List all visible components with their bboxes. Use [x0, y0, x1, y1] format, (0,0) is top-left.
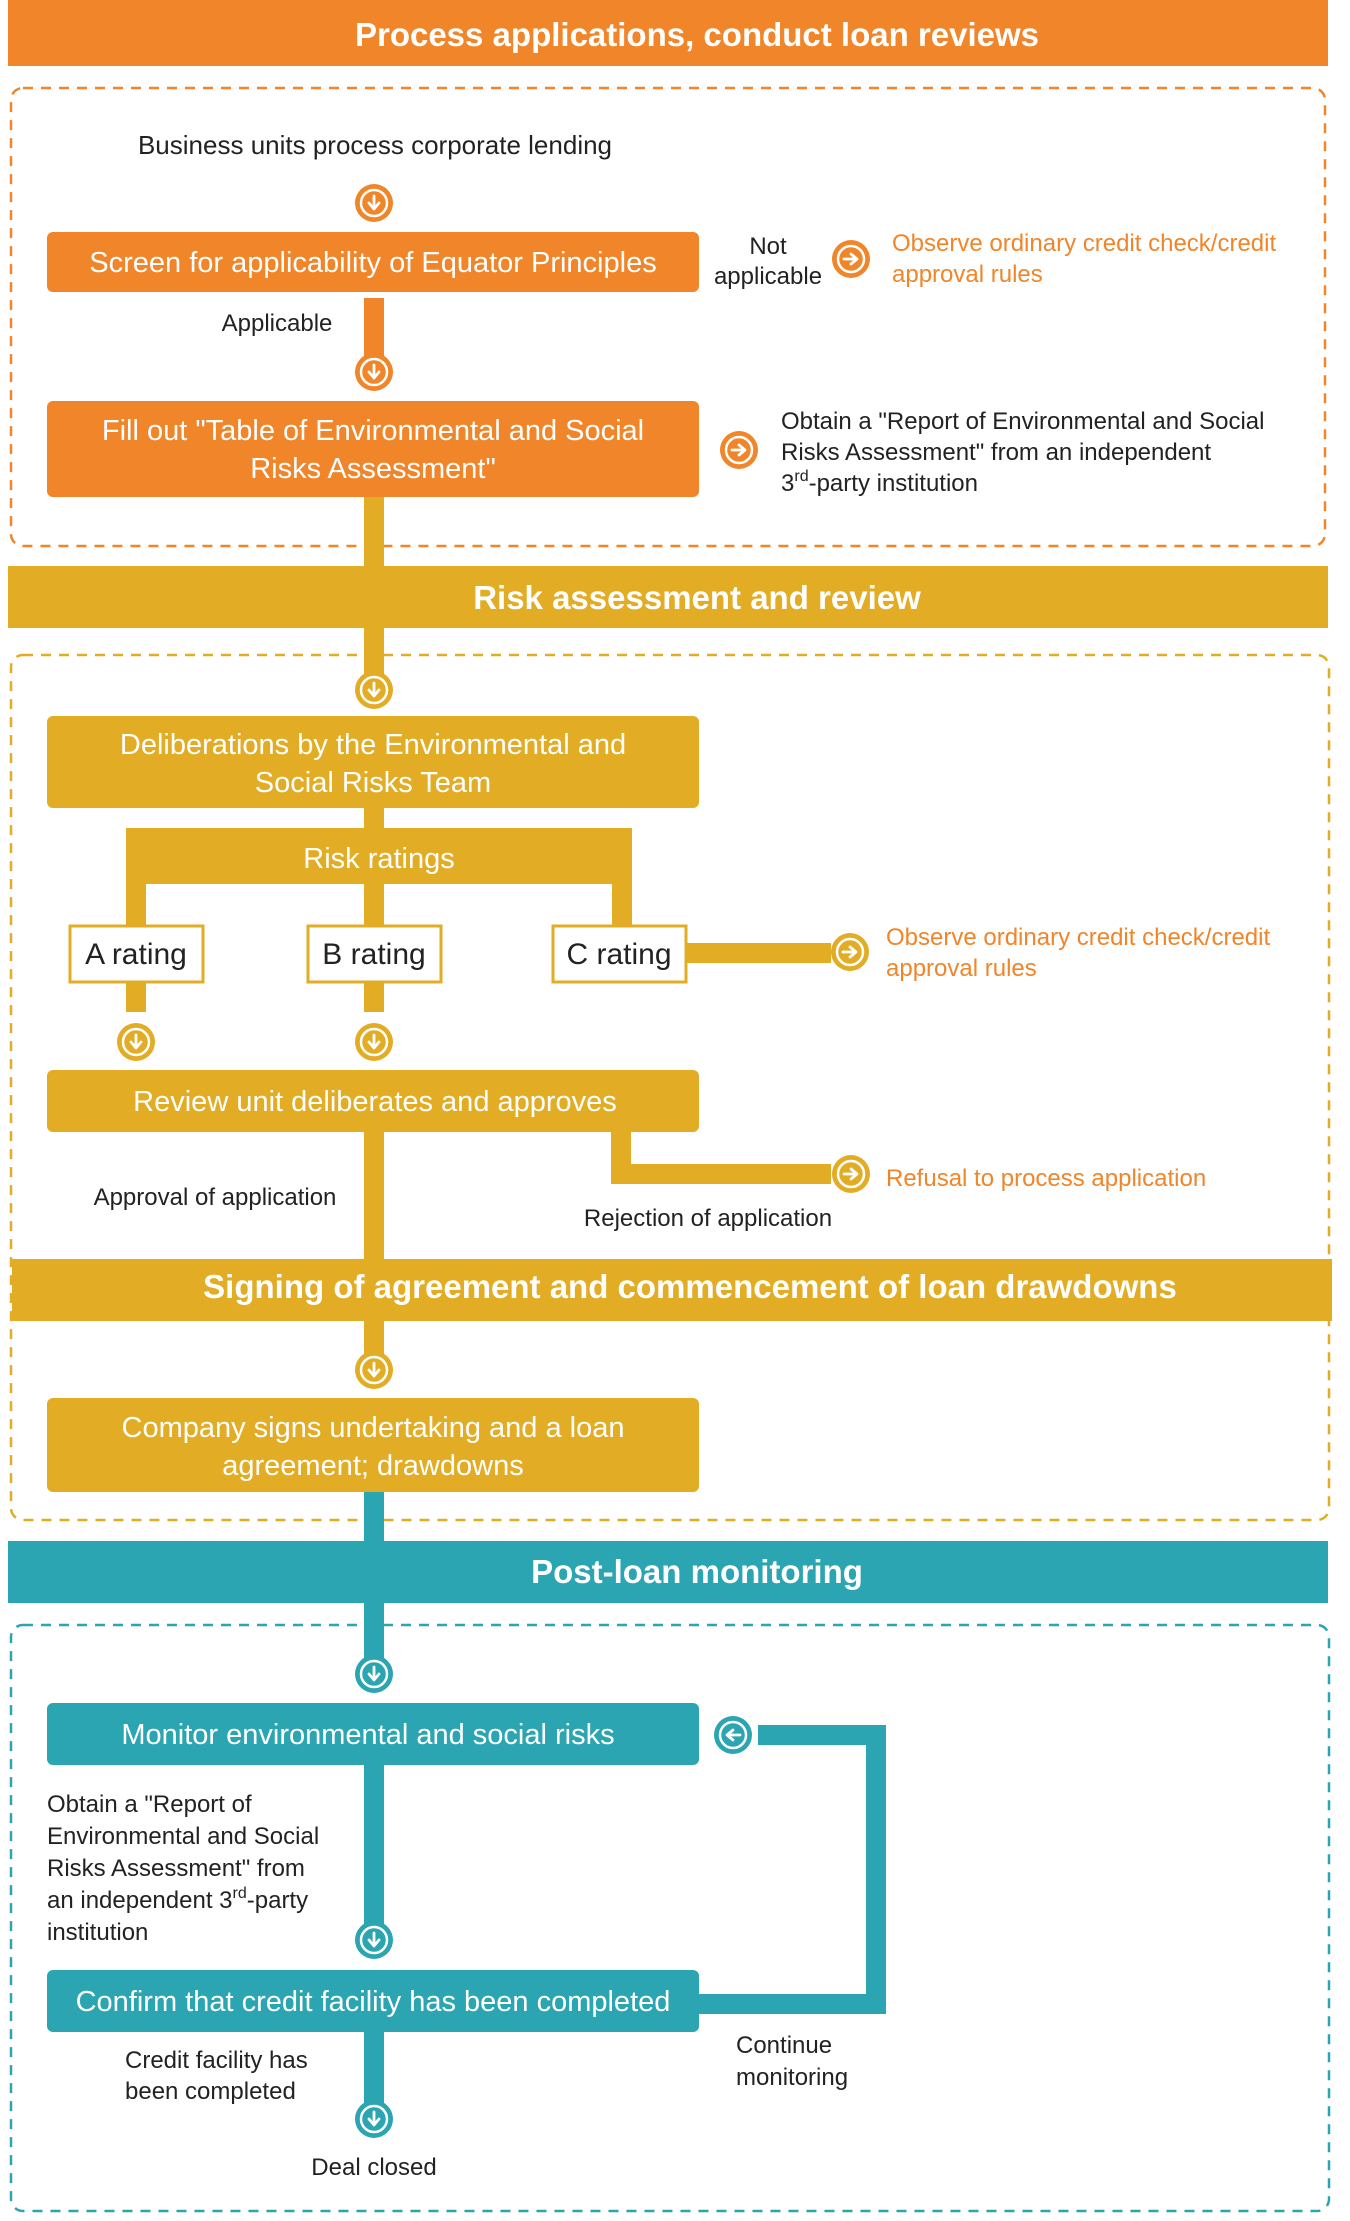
right-arrow-icon — [831, 933, 869, 971]
down-arrow-icon — [355, 1351, 393, 1389]
down-arrow-icon — [117, 1023, 155, 1061]
fill-table-label-line2: Risks Assessment" — [250, 453, 496, 485]
obtain-report-text-line2: Environmental and Social — [47, 1823, 319, 1850]
completed-label-line1: Credit facility has — [125, 2047, 308, 2074]
a-rating-box — [68, 924, 205, 984]
sign-agreement-box — [47, 1398, 699, 1492]
connector-line — [126, 884, 146, 926]
monitor-risks-label: Monitor environmental and social risks — [121, 1719, 614, 1751]
obtain-report-text-line3: Risks Assessment" from — [47, 1855, 305, 1882]
intro-text: Business units process corporate lending — [138, 130, 612, 160]
section-2-header-band — [8, 566, 1328, 628]
section-2-dashed-frame — [9, 653, 1331, 1522]
connector-line — [686, 943, 831, 963]
sign-agreement-label-line1: Company signs undertaking and a loan — [122, 1412, 625, 1444]
review-unit-label: Review unit deliberates and approves — [133, 1086, 617, 1118]
feedback-loop-line — [699, 1994, 886, 2014]
observe-rules-text-line1: Observe ordinary credit check/credit — [892, 230, 1276, 257]
section-1-header-band — [8, 0, 1328, 66]
applicable-label: Applicable — [222, 310, 333, 337]
down-arrow-icon — [355, 353, 393, 391]
confirm-completed-label: Confirm that credit facility has been co… — [76, 1986, 671, 2018]
obtain-report-text-line1: Obtain a "Report of Environmental and So… — [781, 408, 1264, 435]
refusal-text: Refusal to process application — [886, 1165, 1206, 1192]
c-rating-box — [551, 924, 688, 984]
section-4-dashed-frame — [9, 1623, 1331, 2213]
obtain-report-text-line1: Obtain a "Report of — [47, 1791, 252, 1818]
fill-table-box — [47, 401, 699, 497]
connector-line — [364, 298, 384, 362]
monitor-risks-box — [47, 1703, 699, 1765]
continue-monitoring-label-line1: Continue — [736, 2032, 832, 2059]
not-applicable-label-line2: applicable — [714, 263, 822, 290]
left-arrow-icon — [714, 1716, 752, 1754]
review-unit-box — [47, 1070, 699, 1132]
connector-line — [364, 884, 384, 926]
section-3-header-band — [12, 1259, 1332, 1321]
down-arrow-icon — [355, 1655, 393, 1693]
obtain-report-text-line4: an independent 3rd-party — [47, 1885, 308, 1914]
c-rating-label: C rating — [566, 938, 671, 971]
rejection-label: Rejection of application — [584, 1205, 832, 1232]
feedback-loop-line — [866, 1725, 886, 2014]
connector-line — [611, 1130, 631, 1175]
section-4-title: Post-loan monitoring — [531, 1553, 863, 1590]
b-rating-label: B rating — [322, 938, 425, 971]
fill-table-label-line1: Fill out "Table of Environmental and Soc… — [102, 415, 644, 447]
obtain-report-text-line2: Risks Assessment" from an independent — [781, 439, 1211, 466]
right-arrow-icon — [832, 240, 870, 278]
risk-ratings-label: Risk ratings — [303, 843, 455, 875]
observe-rules-text-line2: approval rules — [892, 261, 1043, 288]
connector-line — [364, 2032, 384, 2120]
connector-line — [612, 884, 632, 926]
right-arrow-icon — [832, 1155, 870, 1193]
down-arrow-icon — [355, 1921, 393, 1959]
down-arrow-icon — [355, 2100, 393, 2138]
completed-label-line2: been completed — [125, 2078, 296, 2105]
not-applicable-label-line1: Not — [749, 233, 787, 260]
a-rating-label: A rating — [85, 938, 187, 971]
section-2-title: Risk assessment and review — [473, 579, 921, 616]
connector-line — [364, 806, 384, 828]
sign-agreement-label-line2: agreement; drawdowns — [222, 1450, 523, 1482]
connector-line — [364, 1765, 384, 1937]
section-4-header-band — [8, 1541, 1328, 1603]
down-arrow-icon — [355, 184, 393, 222]
feedback-loop-line — [758, 1725, 886, 1745]
deliberations-label-line2: Social Risks Team — [255, 767, 491, 799]
observe-rules-text-line1: Observe ordinary credit check/credit — [886, 924, 1270, 951]
obtain-report-text-line3: 3rd-party institution — [781, 468, 978, 497]
right-arrow-icon — [720, 431, 758, 469]
connector-line — [126, 982, 146, 1012]
obtain-report-text-line5: institution — [47, 1919, 148, 1946]
deliberations-box — [47, 716, 699, 808]
confirm-completed-box — [47, 1970, 699, 2032]
connector-line — [364, 982, 384, 1012]
screen-equator-box — [47, 232, 699, 292]
screen-equator-label: Screen for applicability of Equator Prin… — [89, 247, 656, 279]
connector-line — [611, 1164, 831, 1184]
continue-monitoring-label-line2: monitoring — [736, 2064, 848, 2091]
approval-label: Approval of application — [94, 1184, 337, 1211]
down-arrow-icon — [355, 1023, 393, 1061]
section-1-title: Process applications, conduct loan revie… — [355, 16, 1039, 53]
observe-rules-text-line2: approval rules — [886, 955, 1037, 982]
b-rating-box — [306, 924, 443, 984]
connector-line — [364, 1603, 384, 1671]
risk-ratings-bracket — [126, 828, 632, 884]
deal-closed-label: Deal closed — [311, 2154, 436, 2181]
section-3-title: Signing of agreement and commencement of… — [203, 1268, 1177, 1305]
down-arrow-icon — [355, 671, 393, 709]
deliberations-label-line1: Deliberations by the Environmental and — [120, 729, 626, 761]
